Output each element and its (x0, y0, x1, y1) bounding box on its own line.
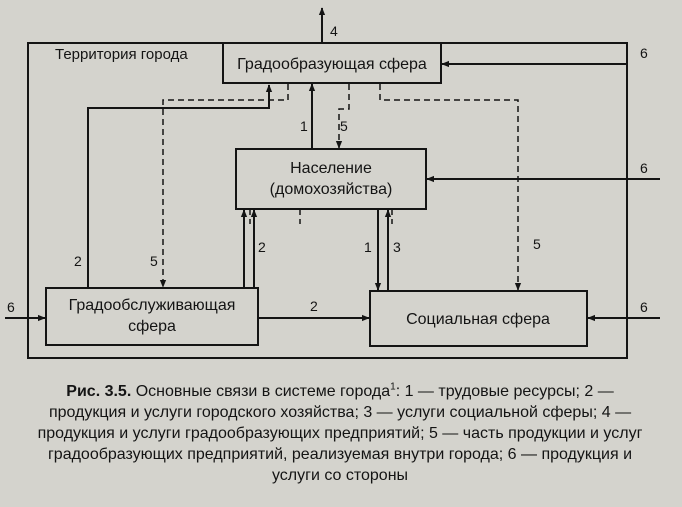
external-inflow-city-forming-number: 6 (640, 45, 648, 61)
city-territory-label: Территория города (55, 46, 188, 63)
internal-share-to-social-arrow (379, 84, 522, 291)
city-serving-sphere-sublabel: сфера (128, 318, 176, 335)
municipal-to-social-number: 2 (310, 298, 318, 314)
city-serving-sphere-label: Градообслуживающая (69, 297, 236, 314)
internal-share-to-social-number: 5 (533, 236, 541, 252)
figure-legend: : 1 — трудовые ресурсы; 2 — продукция и … (37, 383, 643, 484)
population-label: Население (290, 160, 372, 177)
external-inflow-population-number: 6 (640, 160, 648, 176)
external-inflow-social-number: 6 (640, 299, 648, 315)
municipal-to-city-forming-number: 2 (74, 253, 82, 269)
figure-number: Рис. 3.5. (66, 383, 132, 400)
export-arrow-number: 4 (330, 23, 338, 39)
municipal-to-population-number: 2 (258, 239, 266, 255)
social-sphere-label: Социальная сфера (406, 311, 550, 328)
footnote-mark: 1 (390, 381, 396, 393)
population-sublabel: (домохозяйства) (270, 181, 393, 198)
internal-share-to-city-serving-number: 5 (150, 253, 158, 269)
city-forming-sphere-box (222, 42, 442, 84)
figure-caption: Рис. 3.5. Основные связи в системе город… (36, 381, 644, 486)
internal-share-to-city-serving-arrow (159, 84, 289, 288)
internal-share-to-population-arrow (335, 84, 350, 149)
social-sphere-box (369, 290, 588, 347)
city-serving-sphere-box (45, 287, 259, 346)
external-inflow-city-serving-number: 6 (7, 299, 15, 315)
internal-share-to-population-number: 5 (340, 118, 348, 134)
figure-title: Основные связи в системе города (135, 383, 391, 400)
labor-to-city-forming-number: 1 (300, 118, 308, 134)
social-services-to-population-number: 3 (393, 239, 401, 255)
city-forming-sphere-label: Градообразующая сфера (237, 56, 427, 73)
population-box (235, 148, 427, 210)
municipal-to-city-forming-arrow (87, 84, 273, 288)
labor-to-social-number: 1 (364, 239, 372, 255)
